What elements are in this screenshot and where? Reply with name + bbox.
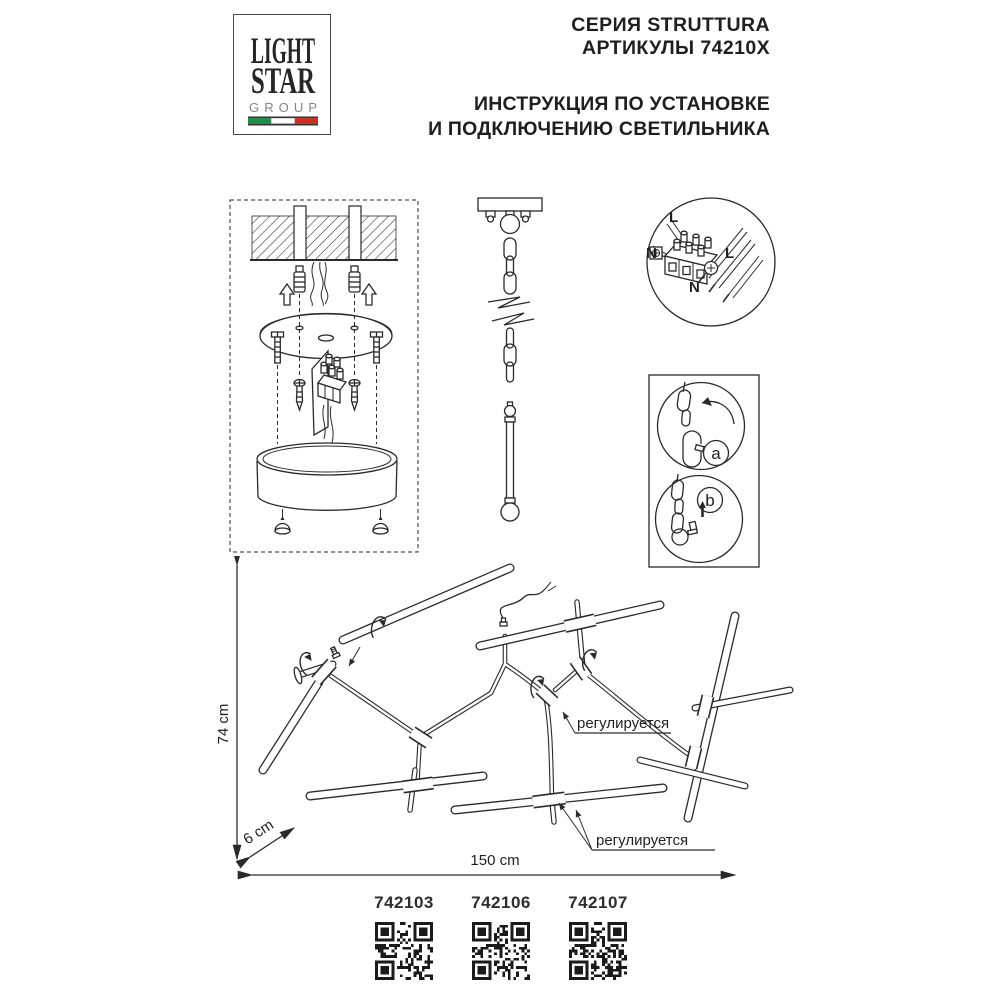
connector-screw-icon xyxy=(329,645,341,660)
machine-screw xyxy=(270,331,285,364)
italian-flag-icon xyxy=(248,116,318,126)
option-a-label: a xyxy=(711,444,721,463)
ground-symbol-icon xyxy=(703,260,719,276)
dimension-line-canopy: 6 cm xyxy=(235,816,296,869)
dimension-line-width: 150 cm xyxy=(237,852,737,880)
label-n-left: N xyxy=(646,245,657,262)
curved-arrow-icon xyxy=(701,397,735,425)
qr-code-image xyxy=(569,922,627,980)
chandelier-tubes xyxy=(263,568,790,822)
instruction-line-2: И ПОДКЛЮЧЕНИЮ СВЕТИЛЬНИКА xyxy=(428,118,770,140)
option-a-circle: a xyxy=(656,381,746,471)
wood-screw xyxy=(348,378,361,413)
qr-item: 742107 xyxy=(568,893,628,985)
ceiling-bracket xyxy=(477,197,543,235)
insert-arrow-icon xyxy=(348,646,361,667)
chain-break xyxy=(491,312,535,326)
joint-sleeves xyxy=(311,613,715,809)
adjustable-callout-2: регулируется xyxy=(558,802,715,851)
terminal-block xyxy=(311,349,348,444)
adjustable-label-2: регулируется xyxy=(596,832,688,849)
wiring-detail-circle: L N L N xyxy=(643,194,783,334)
hatched-ceiling xyxy=(250,205,398,261)
qr-code-image xyxy=(472,922,530,980)
qr-item: 742106 xyxy=(471,893,531,985)
up-arrow-icon xyxy=(278,282,296,306)
adjustable-label-1: регулируется xyxy=(577,715,669,732)
label-l-right: L xyxy=(725,245,734,262)
lamp-wire xyxy=(329,405,334,444)
chain-link-icon xyxy=(676,381,692,427)
cap-nut xyxy=(274,509,291,535)
option-b-label: b xyxy=(705,491,714,510)
tube-end-cap xyxy=(293,666,303,685)
qr-code-image xyxy=(375,922,433,980)
lamp-wire xyxy=(322,404,326,440)
suspension-rod xyxy=(500,401,520,522)
mains-wires xyxy=(310,261,329,307)
alignment-lines xyxy=(277,294,377,444)
article-number: 742103 xyxy=(374,893,434,912)
terminal-block-3d xyxy=(649,230,719,285)
label-n-right: N xyxy=(689,279,700,296)
wall-anchor xyxy=(348,265,361,293)
lightstar-logo: LIGHT STAR GROUP xyxy=(233,14,331,135)
drill-hole xyxy=(348,205,362,261)
canopy-drum xyxy=(256,442,398,511)
options-border xyxy=(648,374,760,568)
suspension-parts xyxy=(460,190,570,535)
machine-screw xyxy=(369,331,384,364)
wall-anchor xyxy=(293,265,306,293)
carabiner-icon xyxy=(682,430,705,468)
power-cord xyxy=(499,581,557,627)
terminal-screws xyxy=(673,230,712,257)
qr-item: 742103 xyxy=(374,893,434,985)
adjustable-callout-1: регулируется xyxy=(562,711,671,734)
label-l-top: L xyxy=(669,209,678,226)
chain-link-icon xyxy=(670,473,689,546)
locking-pin-icon xyxy=(686,501,706,536)
width-value: 150 cm xyxy=(470,852,519,869)
article-number: 742106 xyxy=(471,893,531,912)
series-articles: АРТИКУЛЫ 74210X xyxy=(582,37,770,59)
terminal-screws xyxy=(320,353,344,380)
logo-word-group: GROUP xyxy=(249,100,317,115)
instruction-title: ИНСТРУКЦИЯ ПО УСТАНОВКЕ И ПОДКЛЮЧЕНИЮ СВ… xyxy=(420,92,770,142)
logo-word-star: STAR xyxy=(251,61,316,102)
diagram-border xyxy=(229,199,419,553)
series-name: СЕРИЯ STRUTTURA xyxy=(571,14,770,36)
options-panel: a b xyxy=(648,374,760,568)
option-b-circle: b xyxy=(654,473,744,564)
series-title: СЕРИЯ STRUTTURA АРТИКУЛЫ 74210X xyxy=(420,14,770,60)
hook-ball xyxy=(499,213,521,235)
height-value: 74 cm xyxy=(215,704,232,745)
ground-symbol-icon xyxy=(649,246,663,260)
instruction-line-1: ИНСТРУКЦИЯ ПО УСТАНОВКЕ xyxy=(473,93,770,115)
ceiling-mounting-diagram xyxy=(228,198,420,554)
logo-word-light: LIGHT xyxy=(251,31,315,72)
up-arrow-icon xyxy=(360,282,378,306)
chain-break xyxy=(487,296,531,309)
plate-center-hole xyxy=(317,334,335,342)
suspension-chain xyxy=(487,237,535,383)
drill-hole xyxy=(293,205,307,261)
dimension-line-height: 74 cm xyxy=(215,556,242,861)
cap-nut xyxy=(372,509,389,535)
article-number: 742107 xyxy=(568,893,628,912)
fixture-wires xyxy=(698,227,764,303)
chandelier-drawing: 74 cm 6 cm 150 cm xyxy=(215,556,800,892)
wood-screw xyxy=(293,378,306,413)
